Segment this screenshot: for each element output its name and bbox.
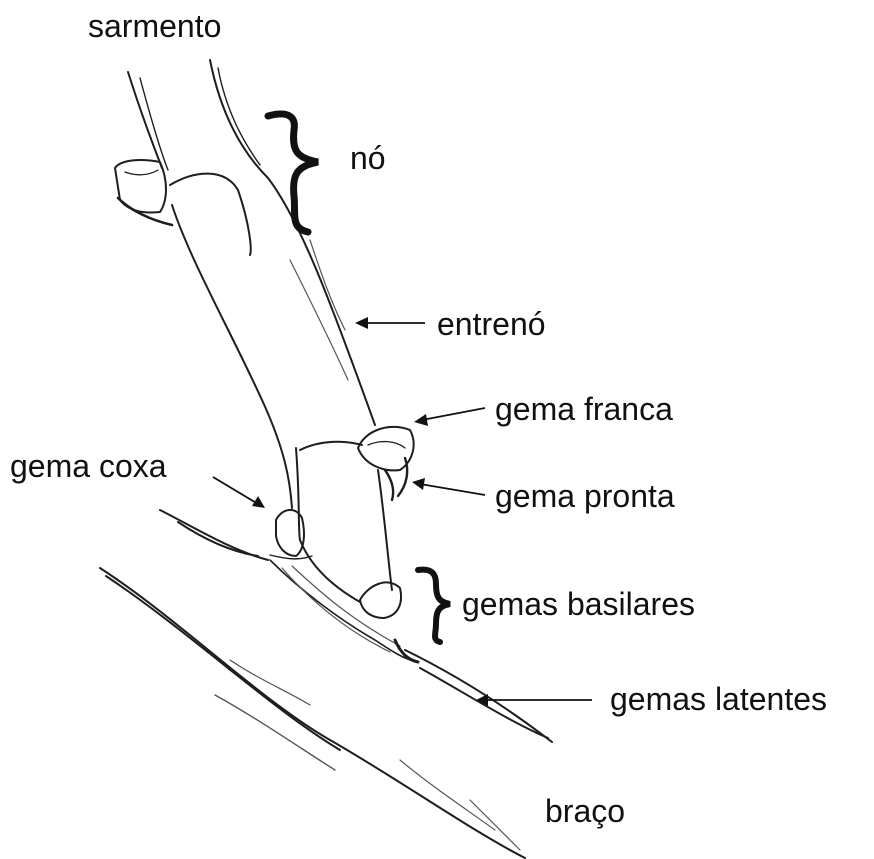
label-braco: braço xyxy=(545,795,625,827)
label-gema-pronta: gema pronta xyxy=(495,480,675,512)
arm-branch xyxy=(100,510,552,858)
entreno-arrowhead xyxy=(355,317,368,329)
node-brace xyxy=(268,114,318,232)
label-sarmento: sarmento xyxy=(88,10,221,42)
label-no: nó xyxy=(350,142,386,174)
label-gemas-latentes: gemas latentes xyxy=(610,683,827,715)
label-gema-franca: gema franca xyxy=(495,393,673,425)
gema-franca-arrow xyxy=(422,408,485,420)
basal-buds xyxy=(270,560,418,662)
primary-bud xyxy=(358,427,414,500)
gema-pronta-arrowhead xyxy=(412,478,425,490)
label-gemas-basilares: gemas basilares xyxy=(462,588,695,620)
gema-coxa-arrow xyxy=(213,477,258,504)
basal-brace xyxy=(418,570,450,642)
label-gema-coxa: gema coxa xyxy=(10,450,167,482)
gema-pronta-arrow xyxy=(420,484,485,495)
node-stub xyxy=(115,160,172,225)
label-entreno: entrenó xyxy=(437,308,546,340)
gema-franca-arrowhead xyxy=(414,414,428,426)
